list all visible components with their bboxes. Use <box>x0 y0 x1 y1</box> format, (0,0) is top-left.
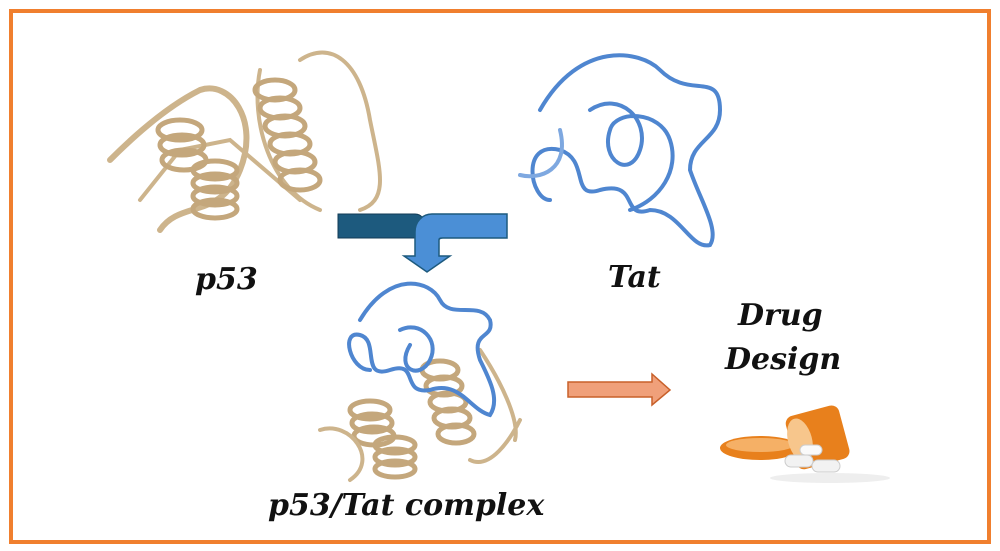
pill-bottle-image <box>720 405 890 483</box>
merge-arrow <box>337 213 508 273</box>
tat-label: Tat <box>608 260 661 295</box>
drug-design-label-line2: Design <box>725 342 842 377</box>
orange-border-frame <box>9 9 991 544</box>
p53-protein-structure <box>107 50 382 233</box>
complex-label: p53/Tat complex <box>268 488 545 523</box>
drug-design-label-line1: Drug <box>738 298 823 333</box>
tat-protein-structure <box>518 53 723 248</box>
right-arrow <box>567 372 672 407</box>
p53-tat-complex-structure <box>318 281 522 482</box>
p53-label: p53 <box>195 262 258 297</box>
